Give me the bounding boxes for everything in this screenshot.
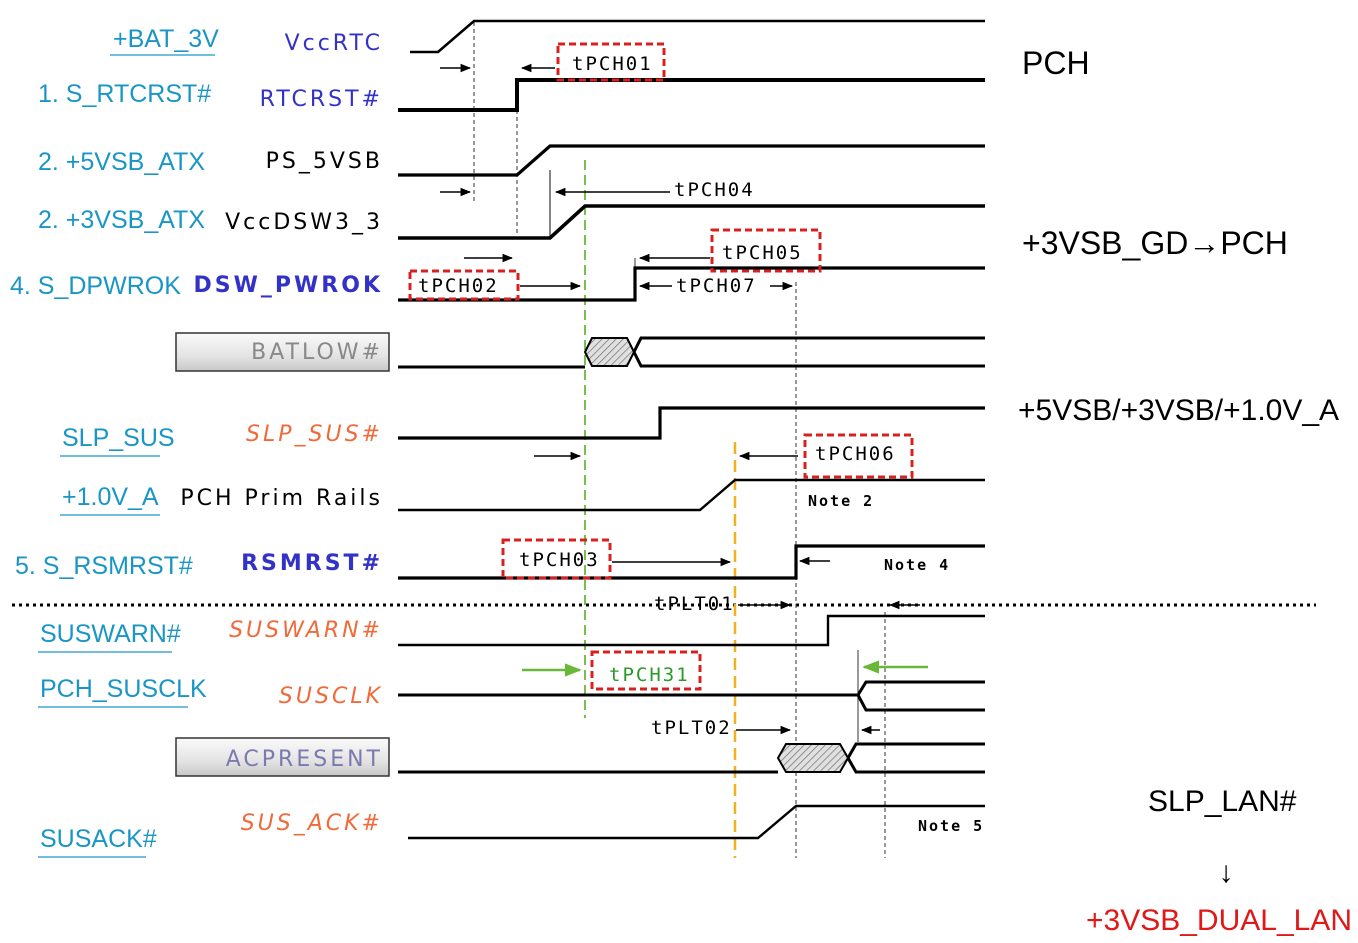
annotation-3vsb-gd: +3VSB_GD→PCH bbox=[1022, 225, 1288, 261]
signal-sus-ack: SUS_ACK# bbox=[241, 811, 383, 836]
batlow-box: BATLOW# bbox=[175, 332, 390, 372]
wave-ps-5vsb bbox=[398, 144, 985, 177]
down-arrow-icon: ↓ bbox=[1219, 856, 1234, 889]
wave-rtcrst bbox=[398, 78, 985, 112]
signal-susclk: SUSCLK bbox=[279, 684, 383, 709]
wave-acpresent bbox=[398, 742, 985, 774]
left-label-s-rtcrst: 1. S_RTCRST# bbox=[38, 80, 211, 108]
signal-slp-sus: SLP_SUS# bbox=[246, 422, 383, 447]
wave-pch-prim bbox=[398, 478, 985, 512]
wave-vccrtc bbox=[410, 19, 985, 54]
left-label-s-rsmrst: 5. S_RSMRST# bbox=[15, 552, 193, 580]
signal-suswarn: SUSWARN# bbox=[229, 618, 383, 643]
wave-susclk bbox=[398, 680, 985, 712]
annotation-rails: +5VSB/+3VSB/+1.0V_A bbox=[1018, 394, 1339, 427]
signal-rsmrst: RSMRST# bbox=[241, 551, 383, 576]
left-label-suswarn: SUSWARN# bbox=[40, 620, 181, 648]
left-label-3vsb-atx: 2. +3VSB_ATX bbox=[38, 206, 205, 234]
waveforms bbox=[398, 19, 985, 840]
wave-vccdsw bbox=[398, 204, 985, 240]
note-5: Note 5 bbox=[918, 817, 984, 835]
label-underlines bbox=[38, 54, 215, 858]
wave-susack bbox=[408, 804, 985, 840]
timing-tpch05: tPCH05 bbox=[722, 242, 803, 264]
signal-rtcrst: RTCRST# bbox=[260, 87, 383, 112]
annotation-pch: PCH bbox=[1022, 45, 1090, 81]
signal-ps-5vsb: PS_5VSB bbox=[266, 149, 383, 174]
left-label-1v0-a: +1.0V_A bbox=[62, 483, 159, 511]
left-label-slp-sus: SLP_SUS bbox=[62, 424, 175, 452]
timing-tpch02: tPCH02 bbox=[418, 275, 499, 297]
left-label-5vsb-atx: 2. +5VSB_ATX bbox=[38, 148, 205, 176]
note-2: Note 2 bbox=[808, 492, 874, 510]
timing-tpch31: tPCH31 bbox=[609, 664, 690, 686]
signal-pch-prim: PCH Prim Rails bbox=[180, 486, 383, 511]
signal-vccdsw: VccDSW3_3 bbox=[225, 210, 383, 235]
timing-tplt02: tPLT02 bbox=[651, 717, 732, 739]
timing-tpch06: tPCH06 bbox=[815, 443, 896, 465]
wave-batlow bbox=[398, 336, 985, 369]
signal-dsw-pwrok: DSW_PWROK bbox=[194, 273, 383, 298]
green-timing-arrows bbox=[522, 660, 928, 677]
note-4: Note 4 bbox=[884, 556, 950, 574]
wave-slp-sus bbox=[398, 406, 985, 440]
timing-tpch07: tPCH07 bbox=[676, 275, 757, 297]
left-label-bat-3v: +BAT_3V bbox=[113, 25, 219, 53]
timing-arrows bbox=[440, 63, 920, 735]
left-label-pch-susclk: PCH_SUSCLK bbox=[40, 675, 207, 703]
timing-tpch03: tPCH03 bbox=[519, 549, 600, 571]
annotation-slp-lan: SLP_LAN# bbox=[1148, 785, 1297, 818]
acpresent-box: ACPRESENT bbox=[175, 737, 390, 777]
annotation-dual-lan: +3VSB_DUAL_LAN bbox=[1086, 904, 1352, 937]
signal-vccrtc: VccRTC bbox=[285, 31, 383, 56]
timing-tpch04: tPCH04 bbox=[674, 179, 755, 201]
left-label-susack: SUSACK# bbox=[40, 825, 157, 853]
signal-acpresent: ACPRESENT bbox=[226, 747, 383, 772]
timing-tplt01: tPLT01 bbox=[654, 593, 735, 615]
timing-highlight-boxes bbox=[408, 42, 914, 691]
left-label-s-dpwrok: 4. S_DPWROK bbox=[10, 272, 181, 300]
signal-batlow: BATLOW# bbox=[251, 340, 383, 365]
wave-suswarn bbox=[398, 614, 985, 647]
timing-tpch01: tPCH01 bbox=[572, 53, 653, 75]
